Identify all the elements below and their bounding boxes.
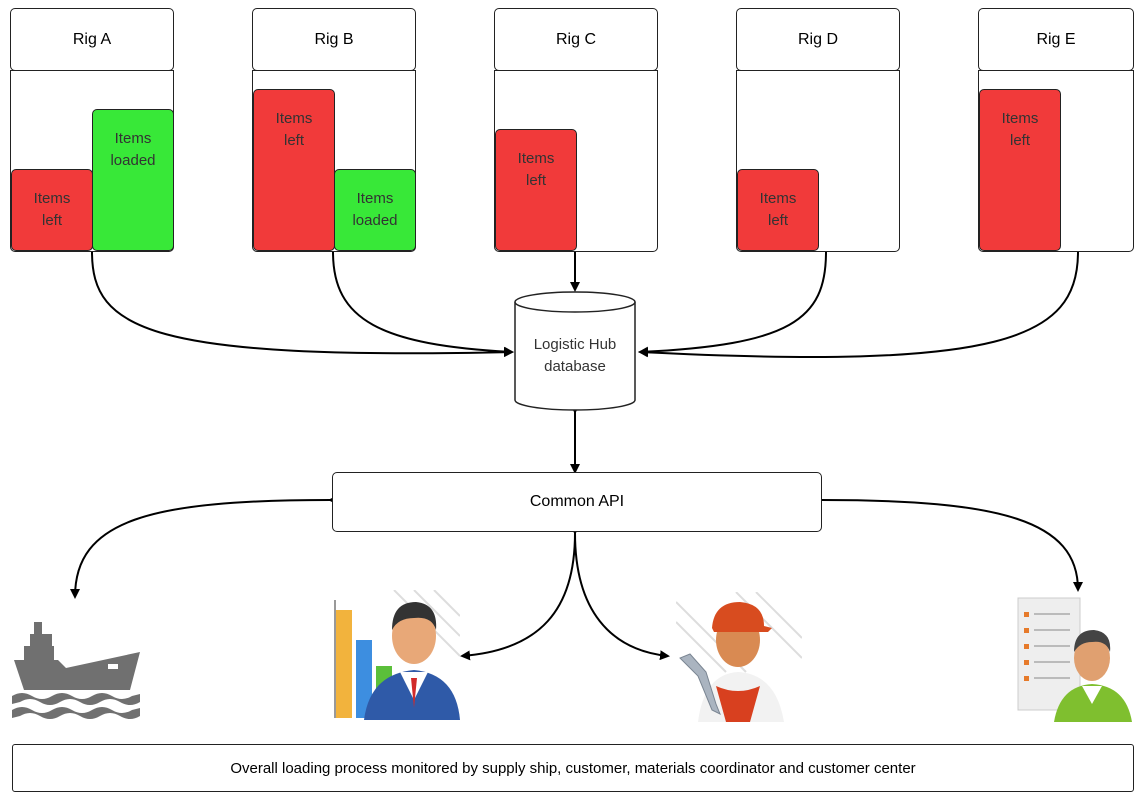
rig-a-items-left-label: Items left [33,190,71,229]
link-api-coordinator [574,532,670,661]
rig-d-header: Rig D [736,8,900,71]
rig-a-items-left-bar: Items left [11,169,93,251]
rig-c-items-left-bar: Items left [495,129,577,251]
rig-b-items-loaded-label: Items loaded [352,190,398,229]
rig-b-body: Items left Items loaded [252,70,416,252]
materials-coordinator-icon [676,592,802,722]
caption-box: Overall loading process monitored by sup… [12,744,1134,792]
rig-a-title: Rig A [72,30,112,48]
rig-d-title: Rig D [797,30,838,48]
rig-d-items-left-label: Items left [759,190,797,229]
rig-c-items-left-label: Items left [517,150,555,189]
customer-chart-icon [334,590,460,720]
rig-e-items-left-bar: Items left [979,89,1061,251]
rig-b-header: Rig B [252,8,416,71]
caption-text: Overall loading process monitored by sup… [230,759,916,777]
link-rig-e-db [638,243,1084,358]
customer-center-icon [1017,597,1132,722]
rig-a-header: Rig A [10,8,174,71]
rig-e-header: Rig E [978,8,1134,71]
supply-ship-icon [12,622,140,719]
rig-a-items-loaded-bar: Items loaded [92,109,174,251]
common-api-label: Common API [529,493,625,510]
rig-e-title: Rig E [1036,30,1076,48]
link-api-ship [70,494,339,599]
rig-a-items-loaded-label: Items loaded [110,130,156,169]
rig-b-items-loaded-bar: Items loaded [334,169,416,251]
rig-c-body: Items left [494,70,658,252]
common-api-box: Common API [332,472,822,532]
rig-b-items-left-bar: Items left [253,89,335,251]
link-rig-d-db [638,243,832,357]
rig-e-items-left-label: Items left [1001,110,1039,149]
rig-d-body: Items left [736,70,900,252]
rig-b-items-left-label: Items left [275,110,313,149]
rig-c-header: Rig C [494,8,658,71]
link-api-customer [460,524,581,661]
rig-a-body: Items left Items loaded [10,70,174,252]
database-label: Logistic Hub database [533,336,617,375]
database-cylinder [514,291,636,411]
rig-d-items-left-bar: Items left [737,169,819,251]
rig-e-body: Items left [978,70,1134,252]
rig-c-title: Rig C [555,30,596,48]
link-rig-a-db [86,243,514,358]
link-api-center [813,494,1083,592]
link-rig-b-db [327,243,514,357]
rig-b-title: Rig B [314,30,354,48]
